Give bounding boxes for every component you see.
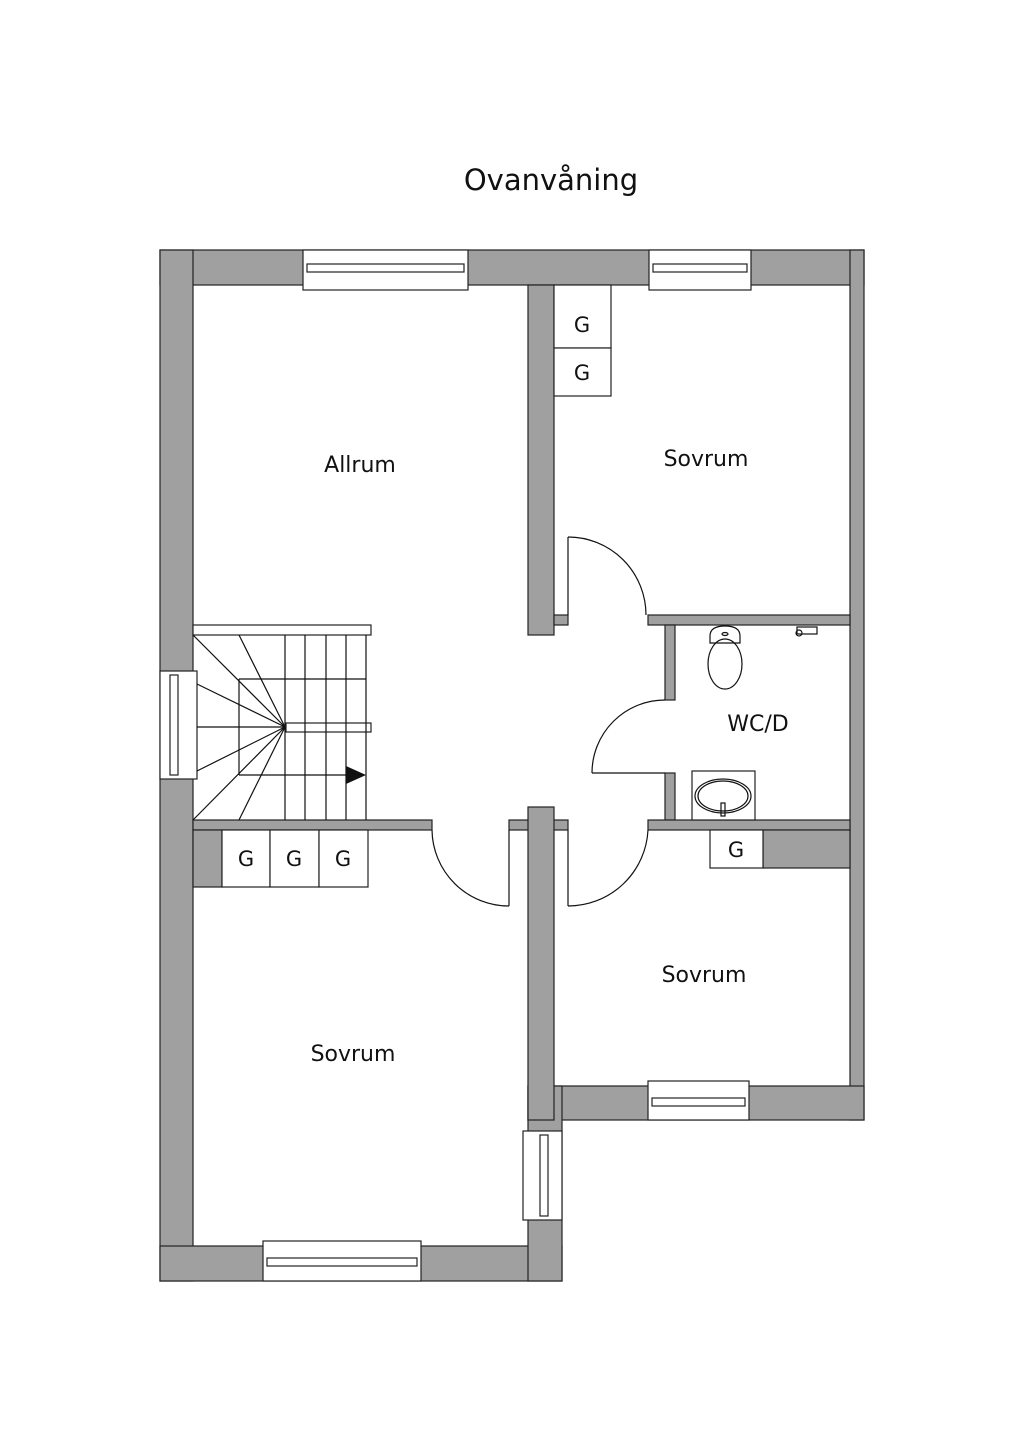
door-sovrum-bottom: [431, 829, 510, 907]
wall-stub: [553, 614, 569, 626]
wall-wc-bottom: [647, 819, 851, 831]
door-sovrum-top: [567, 536, 647, 616]
window-bottom-right: [647, 1080, 750, 1121]
window-bottom: [262, 1240, 422, 1282]
staircase: [192, 624, 372, 821]
fixtures: [691, 625, 818, 821]
window-left: [159, 670, 198, 780]
floor-title: Ovanvåning: [464, 163, 638, 197]
wall-block: [762, 829, 851, 869]
doors[interactable]: [431, 536, 666, 907]
stair-direction-arrow-icon: [346, 766, 366, 784]
svg-text:G: G: [335, 847, 351, 871]
shower-tap-icon: [795, 626, 818, 637]
window-top-left: [302, 249, 469, 291]
svg-text:G: G: [238, 847, 254, 871]
svg-text:G: G: [728, 838, 744, 862]
svg-text:G: G: [574, 313, 590, 337]
wall-wc-left-upper: [664, 624, 676, 701]
door-wc: [591, 699, 666, 774]
wall-stair-bottom: [192, 819, 433, 831]
svg-text:G: G: [286, 847, 302, 871]
room-labels: Allrum Sovrum WC/D Sovrum Sovrum: [311, 447, 789, 1067]
wall-top: [159, 249, 865, 286]
wall-sovrum-wc: [647, 614, 851, 626]
wall-wc-left-lower: [664, 772, 676, 821]
room-label-sovrum-right: Sovrum: [662, 963, 747, 988]
window-top-right: [648, 249, 752, 291]
wall-sovrum-divider: [527, 806, 555, 1121]
svg-text:G: G: [574, 361, 590, 385]
toilet-icon: [707, 625, 743, 690]
room-label-wc: WC/D: [727, 712, 788, 737]
window-right-lower: [522, 1130, 563, 1221]
room-label-sovrum-top: Sovrum: [664, 447, 749, 472]
sink-icon: [691, 770, 756, 821]
room-label-allrum: Allrum: [324, 453, 396, 478]
room-label-sovrum-bottom: Sovrum: [311, 1042, 396, 1067]
wall-allrum-sovrum: [527, 284, 555, 636]
windows: [159, 249, 752, 1282]
door-sovrum-right: [567, 829, 649, 907]
wall-right: [849, 249, 865, 1121]
closets: G G G G G G: [221, 284, 764, 888]
wall-closet-block: [192, 829, 223, 888]
